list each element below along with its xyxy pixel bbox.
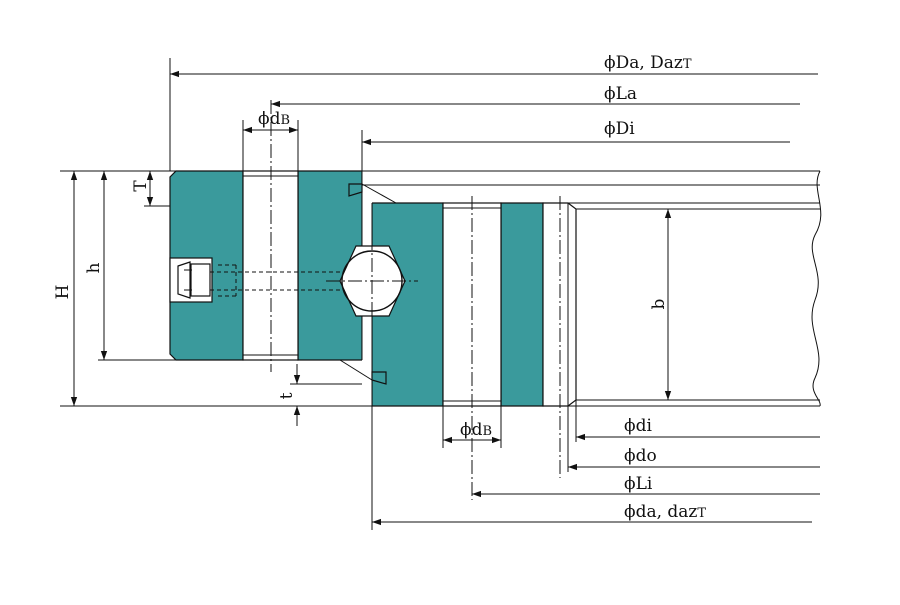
- dim-t: t: [277, 364, 362, 426]
- svg-text:ϕdo: ϕdo: [624, 446, 657, 466]
- svg-text:b: b: [649, 298, 669, 309]
- svg-text:T: T: [131, 180, 151, 192]
- svg-text:H: H: [53, 285, 73, 300]
- top-seal: [348, 183, 363, 197]
- dim-do: ϕdo: [567, 406, 820, 472]
- grease-nipple: [169, 257, 340, 303]
- dim-H: H: [53, 170, 372, 407]
- svg-text:ϕLa: ϕLa: [604, 84, 637, 104]
- dim-b: b: [649, 209, 672, 400]
- svg-text:ϕdi: ϕdi: [624, 416, 652, 436]
- svg-text:t: t: [277, 392, 297, 399]
- dim-dB-bottom: ϕdB: [442, 406, 502, 448]
- svg-text:ϕLi: ϕLi: [624, 474, 653, 494]
- dim-da: ϕda, dazT: [371, 406, 812, 530]
- dim-Da: ϕDa, DazT: [169, 53, 818, 171]
- inner-ring: [371, 202, 544, 407]
- dim-Li: ϕLi: [472, 474, 820, 498]
- svg-text:ϕDa, DazT: ϕDa, DazT: [604, 53, 692, 73]
- dim-di: ϕdi: [575, 400, 820, 442]
- inner-ring-right-block: [500, 202, 544, 407]
- svg-text:ϕda, dazT: ϕda, dazT: [624, 502, 706, 522]
- dim-dB-top: ϕdB: [242, 109, 299, 171]
- svg-text:ϕdB: ϕdB: [258, 109, 290, 129]
- gear-section: [362, 170, 822, 407]
- svg-text:ϕDi: ϕDi: [604, 119, 635, 139]
- dim-T: T: [131, 171, 170, 207]
- svg-text:h: h: [84, 262, 104, 273]
- ball-raceway: [326, 236, 418, 326]
- svg-text:ϕdB: ϕdB: [460, 420, 492, 440]
- dim-h: h: [84, 171, 176, 361]
- seals: [339, 183, 397, 385]
- dim-Di: ϕDi: [361, 119, 790, 171]
- outer-ring: [169, 170, 363, 361]
- dim-La: ϕLa: [271, 84, 800, 108]
- bottom-seal: [371, 371, 387, 385]
